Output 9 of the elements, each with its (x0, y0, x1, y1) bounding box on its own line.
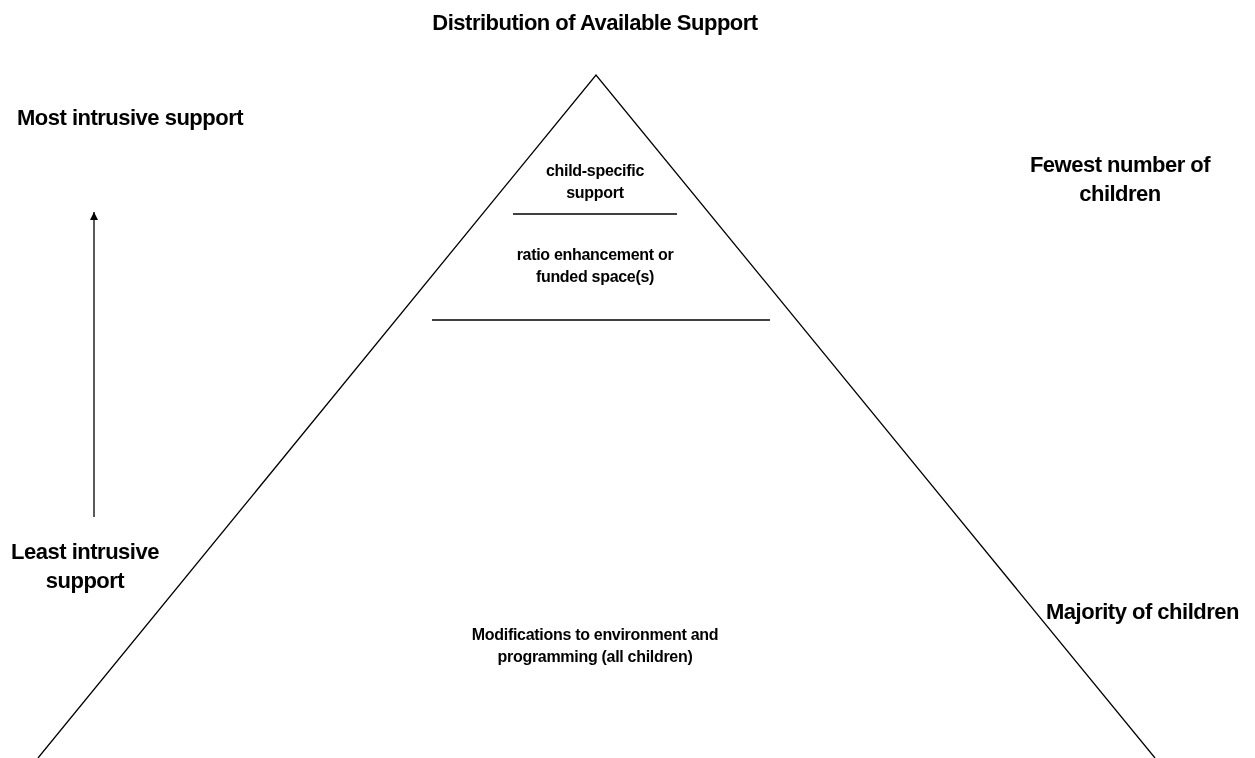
tier-label: ratio enhancement or funded space(s) (505, 244, 685, 288)
diagram-title: Distribution of Available Support (431, 9, 759, 37)
scale-label: Most intrusive support (10, 103, 250, 132)
scale-label: Majority of children (1045, 598, 1240, 626)
scale-label: Least intrusive support (5, 537, 165, 595)
scale-label: Fewest number of children (1028, 151, 1212, 208)
tier-label: child-specific support (540, 160, 650, 204)
arrow (90, 211, 98, 518)
tier-label: Modifications to environment and programming (all children) (430, 624, 760, 668)
